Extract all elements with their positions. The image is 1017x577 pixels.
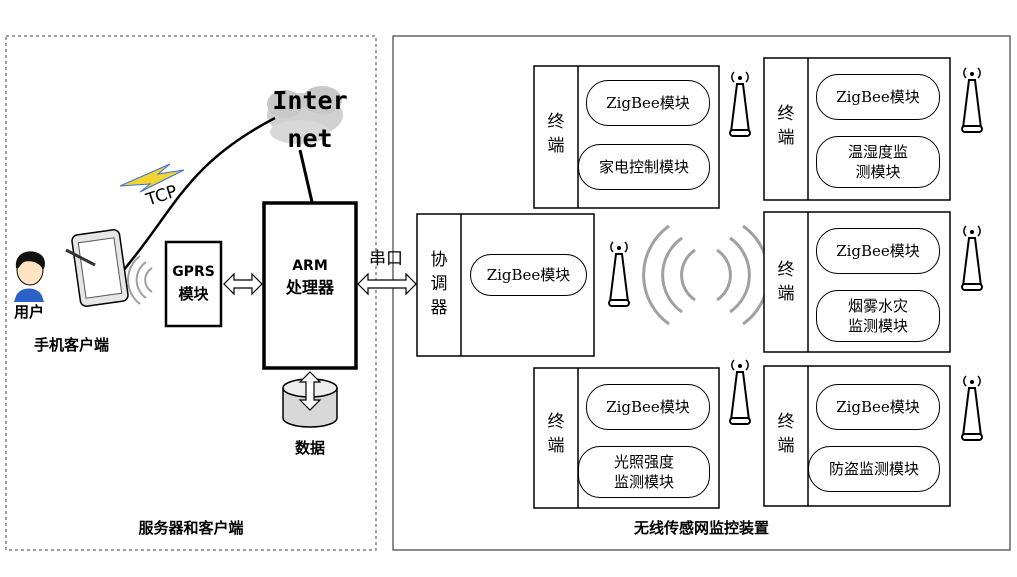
server-client-panel (5, 35, 377, 551)
arm-label-line2: 处理器 (285, 278, 334, 297)
lightning-icon (119, 163, 185, 193)
terminal-4-zigbee-module: ZigBee模块 (586, 384, 710, 430)
terminal-label-char: 终 (547, 412, 565, 432)
terminal-label-char: 终 (547, 112, 565, 132)
terminal-label-5: 终 端 (774, 410, 798, 458)
terminal-label-char: 终 (777, 104, 795, 124)
terminal-label-char: 端 (777, 284, 795, 304)
terminal-label-char: 终 (777, 260, 795, 280)
antenna-icon (729, 71, 751, 137)
arm-coordinator-arrow (357, 272, 417, 296)
function-line: 烟雾水灾 (847, 297, 908, 315)
data-label: 数据 (294, 439, 325, 457)
terminal-3-function-module: 烟雾水灾 监测模块 (816, 290, 940, 342)
terminal-1-zigbee-module: ZigBee模块 (586, 80, 710, 126)
terminal-1-function-module: 家电控制模块 (578, 144, 710, 190)
function-line: 监测模块 (613, 473, 674, 491)
wsn-monitor-panel (392, 35, 1011, 551)
terminal-2-zigbee-module: ZigBee模块 (816, 74, 940, 120)
internet-label-line2: net (287, 124, 333, 153)
function-line: 测模块 (855, 163, 901, 181)
internet-arm-link (298, 149, 314, 203)
terminal-label-1: 终 端 (544, 110, 568, 158)
terminal-5-zigbee-module: ZigBee模块 (816, 384, 940, 430)
phone-internet-link (121, 116, 276, 273)
terminal-label-char: 端 (777, 128, 795, 148)
function-line: 防盗监测模块 (828, 460, 919, 478)
arm-database-arrow (298, 371, 322, 411)
terminal-label-2: 终 端 (774, 102, 798, 150)
terminal-3-zigbee-module: ZigBee模块 (816, 228, 940, 274)
function-line: 温湿度监 (847, 143, 908, 161)
terminal-label-char: 终 (777, 412, 795, 432)
antenna-icon (961, 67, 983, 133)
terminal-2-function-module: 温湿度监 测模块 (816, 136, 940, 188)
coordinator-label-char: 调 (430, 274, 448, 294)
arm-processor-box (262, 201, 358, 370)
antenna-icon (961, 225, 983, 291)
terminal-label-3: 终 端 (774, 258, 798, 306)
terminal-label-char: 端 (777, 436, 795, 456)
internet-label-line1: Inter (272, 86, 348, 115)
antenna-icon (961, 375, 983, 441)
terminal-5-function-module: 防盗监测模块 (808, 446, 940, 492)
function-line: 监测模块 (847, 317, 908, 335)
phone-signal-icon (127, 255, 153, 305)
gprs-label-line1: GPRS (172, 264, 215, 280)
antenna-icon (729, 359, 751, 425)
gprs-module-box (164, 240, 223, 328)
tablet-icon (65, 229, 129, 307)
gprs-arm-arrow (223, 272, 263, 296)
terminal-label-char: 端 (547, 436, 565, 456)
coordinator-label: 协 调 器 (427, 248, 451, 320)
cloud-icon (267, 86, 343, 144)
antenna-icon (608, 241, 630, 307)
gprs-label-line2: 模块 (178, 285, 209, 303)
user-avatar-icon (14, 251, 45, 302)
coordinator-label-char: 协 (430, 250, 448, 270)
function-line: 光照强度 (613, 453, 674, 471)
function-line: 家电控制模块 (598, 158, 689, 176)
user-label: 用户 (14, 303, 45, 321)
arm-label-line1: ARM (292, 258, 328, 274)
wireless-signal-icon (642, 224, 770, 326)
phone-client-label: 手机客户端 (34, 336, 110, 354)
serial-port-label: 串口 (369, 249, 403, 269)
coordinator-label-char: 器 (430, 298, 448, 318)
coordinator-zigbee-module: ZigBee模块 (470, 254, 587, 296)
server-client-caption: 服务器和客户端 (138, 519, 244, 537)
wsn-caption: 无线传感网监控装置 (633, 519, 769, 537)
terminal-label-char: 端 (547, 136, 565, 156)
terminal-4-function-module: 光照强度 监测模块 (578, 446, 710, 498)
terminal-label-4: 终 端 (544, 410, 568, 458)
